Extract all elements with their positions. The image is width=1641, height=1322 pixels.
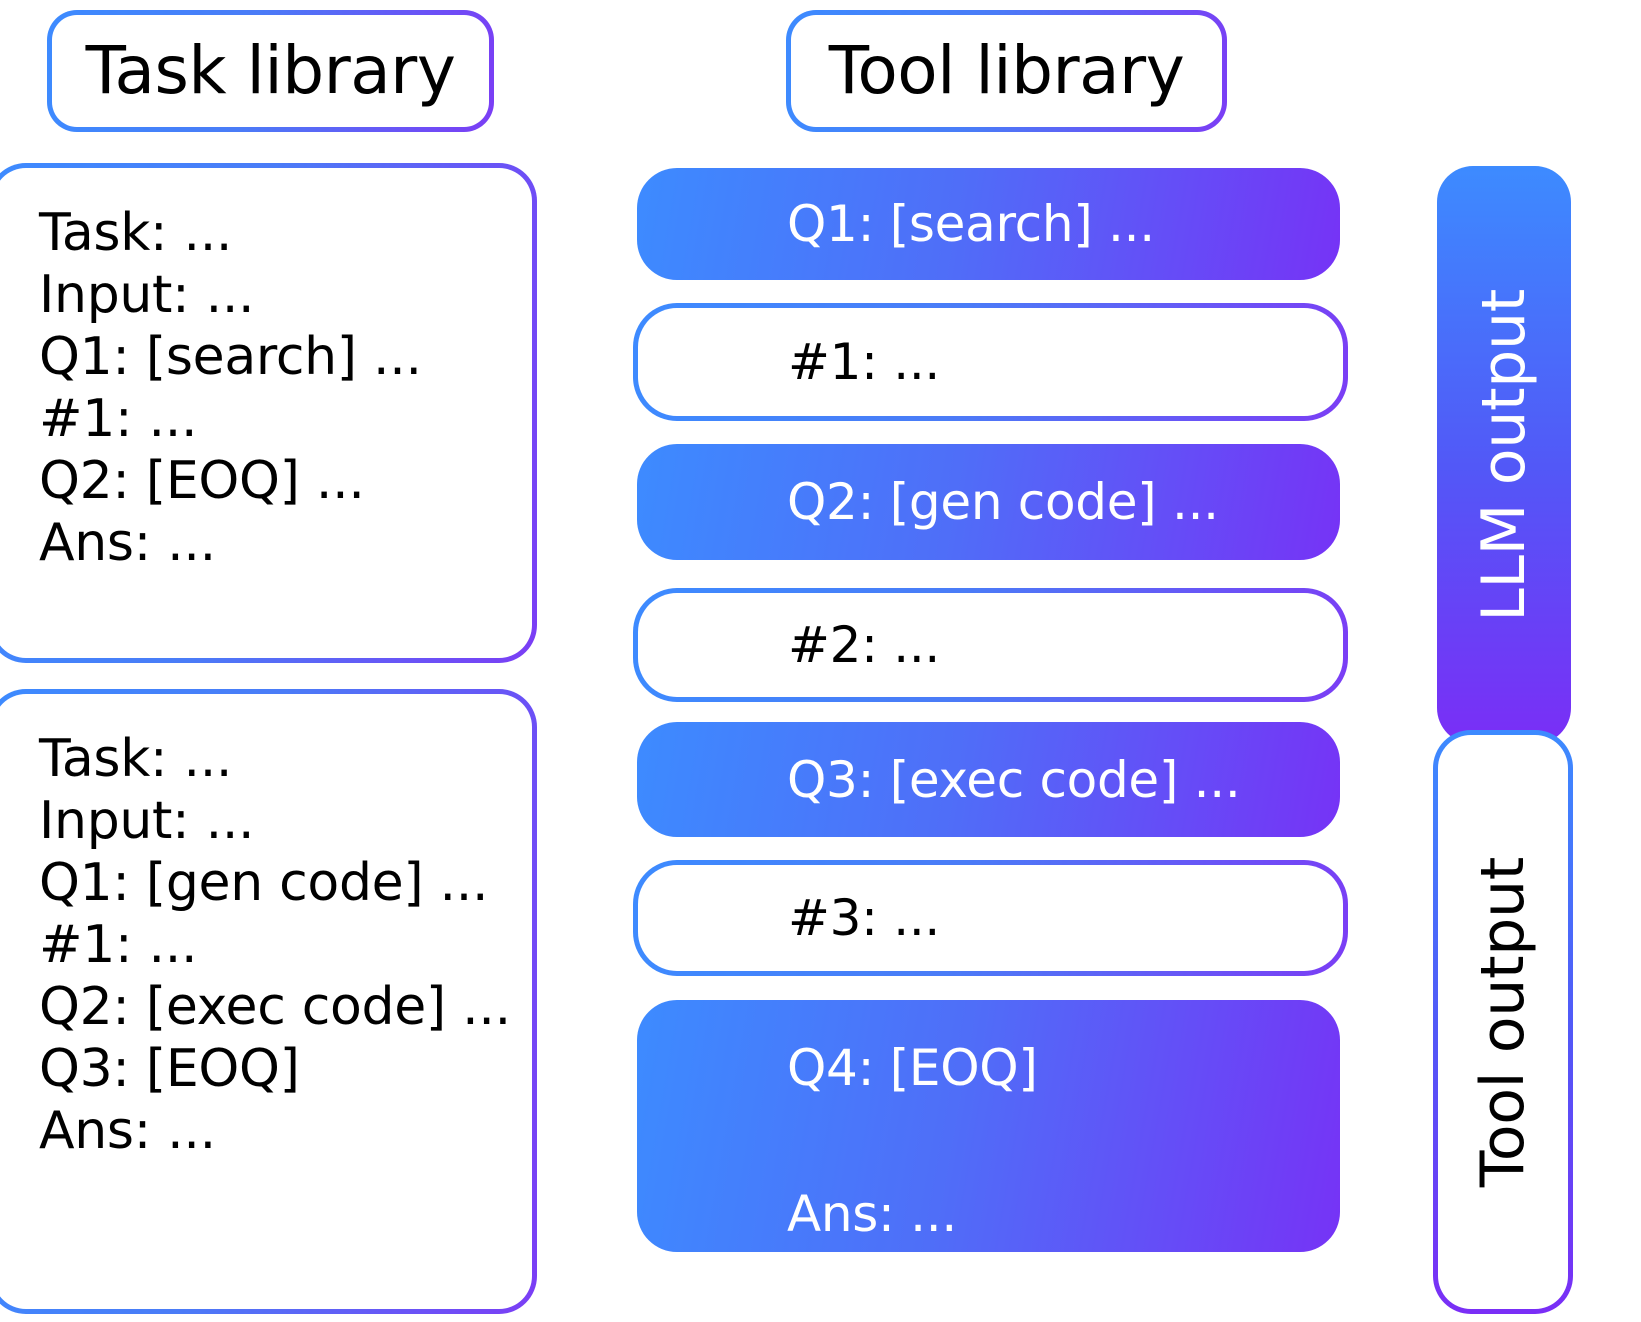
tool-library-header: Tool library bbox=[786, 10, 1227, 132]
trajectory-step-llm: Q2: [gen code] ... bbox=[637, 444, 1340, 560]
trajectory-step-text: Q3: [exec code] ... bbox=[787, 750, 1241, 809]
task-line: Input: ... bbox=[39, 791, 255, 851]
task-line: Task: ... bbox=[39, 203, 233, 263]
trajectory-step-tool: #3: ... bbox=[633, 860, 1348, 976]
trajectory-step-text: Q4: [EOQ] bbox=[787, 1039, 1038, 1097]
task-line: Q2: [exec code] ... bbox=[39, 977, 511, 1037]
task-line: Ans: ... bbox=[39, 1101, 216, 1161]
task-card: Task: ... Input: ... Q1: [gen code] ... … bbox=[0, 689, 537, 1314]
trajectory-step-text: Q2: [gen code] ... bbox=[787, 473, 1219, 531]
trajectory-step-text: Q1: [search] ... bbox=[787, 195, 1155, 253]
task-line: #1: ... bbox=[39, 389, 198, 449]
task-line: Input: ... bbox=[39, 265, 255, 325]
task-line: Q1: [gen code] ... bbox=[39, 853, 489, 913]
llm-output-label: LLM output bbox=[1469, 288, 1539, 622]
tool-output-label-card: Tool output bbox=[1433, 730, 1573, 1314]
task-line: Ans: ... bbox=[39, 513, 216, 573]
trajectory-step-tool: #2: ... bbox=[633, 588, 1348, 702]
task-line: #1: ... bbox=[39, 915, 198, 975]
trajectory-step-llm: Q3: [exec code] ... bbox=[637, 722, 1340, 837]
tool-output-label: Tool output bbox=[1468, 856, 1538, 1188]
trajectory-step-llm: Q1: [search] ... bbox=[637, 168, 1340, 280]
trajectory-step-llm-final: Q4: [EOQ] Ans: ... bbox=[637, 1000, 1340, 1252]
task-library-header-label: Task library bbox=[85, 32, 456, 109]
task-library-header: Task library bbox=[47, 10, 494, 132]
task-line: Task: ... bbox=[39, 729, 233, 789]
task-card: Task: ... Input: ... Q1: [search] ... #1… bbox=[0, 163, 537, 663]
trajectory-step-text: #2: ... bbox=[788, 616, 941, 674]
llm-output-label-card: LLM output bbox=[1437, 166, 1571, 744]
trajectory-step-tool: #1: ... bbox=[633, 303, 1348, 421]
trajectory-step-text: #1: ... bbox=[788, 333, 941, 391]
task-line: Q3: [EOQ] bbox=[39, 1039, 300, 1099]
task-line: Q1: [search] ... bbox=[39, 327, 422, 387]
trajectory-step-text: #3: ... bbox=[788, 889, 941, 947]
task-line: Q2: [EOQ] ... bbox=[39, 451, 365, 511]
tool-library-header-label: Tool library bbox=[828, 32, 1185, 109]
trajectory-answer-text: Ans: ... bbox=[787, 1185, 957, 1243]
